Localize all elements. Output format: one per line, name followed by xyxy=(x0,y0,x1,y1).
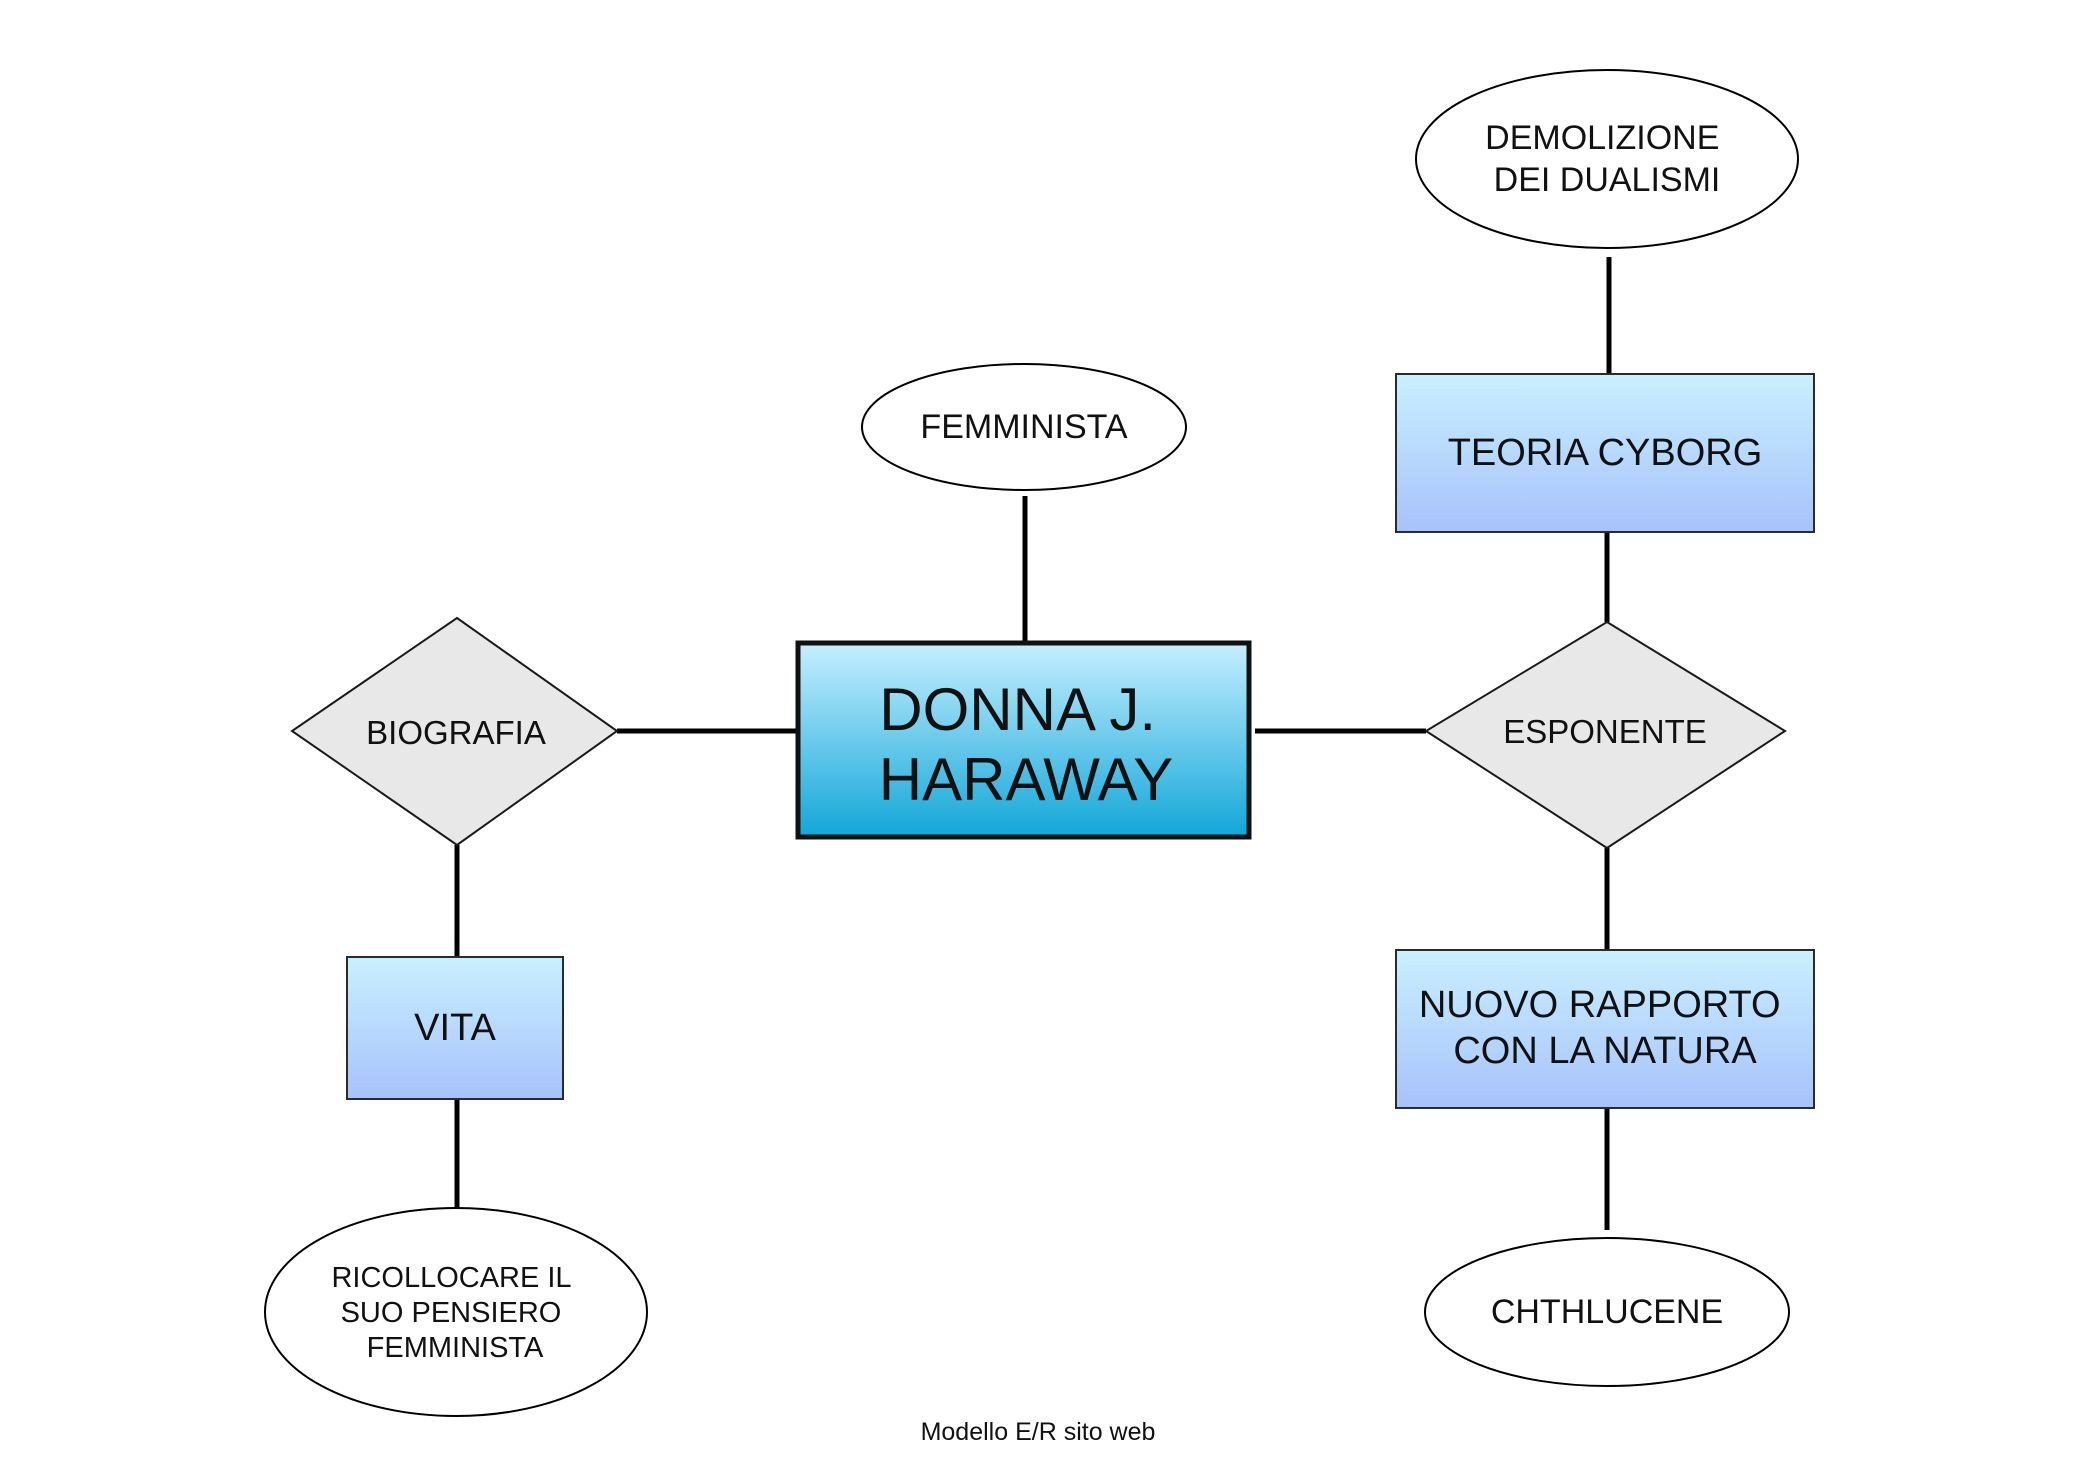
entity-nuovo-rapporto-con-la-natura: NUOVO RAPPORTO CON LA NATURA xyxy=(1395,949,1815,1109)
relationship-esponente: ESPONENTE xyxy=(1424,620,1787,850)
diagram-caption: Modello E/R sito web xyxy=(920,1418,1156,1446)
attribute-ricollocare-label: RICOLLOCARE IL SUO PENSIERO FEMMINISTA xyxy=(331,1262,578,1364)
attribute-chthlucene: CHTHLUCENE xyxy=(1424,1237,1790,1387)
entity-donna-haraway-label: DONNA J. HARAWAY xyxy=(879,676,1173,813)
attribute-ricollocare: RICOLLOCARE IL SUO PENSIERO FEMMINISTA xyxy=(264,1207,648,1417)
attribute-chthlucene-label: CHTHLUCENE xyxy=(1491,1293,1723,1331)
connectors xyxy=(454,257,1612,1230)
attribute-demolizione-label: DEMOLIZIONE DEI DUALISMI xyxy=(1485,119,1729,199)
entity-nuovo-rapporto-label: NUOVO RAPPORTO CON LA NATURA xyxy=(1419,984,1791,1072)
entity-donna-haraway: DONNA J. HARAWAY xyxy=(795,640,1252,840)
attribute-demolizione-dei-dualismi: DEMOLIZIONE DEI DUALISMI xyxy=(1415,69,1799,249)
attribute-femminista: FEMMINISTA xyxy=(861,363,1187,491)
entity-teoria-cyborg-label: TEORIA CYBORG xyxy=(1448,432,1763,474)
attribute-femminista-label: FEMMINISTA xyxy=(920,408,1127,446)
relationship-biografia: BIOGRAFIA xyxy=(290,616,619,847)
entity-vita: VITA xyxy=(346,956,564,1100)
entity-teoria-cyborg: TEORIA CYBORG xyxy=(1395,373,1815,533)
relationship-esponente-label: ESPONENTE xyxy=(1503,713,1707,750)
relationship-biografia-label: BIOGRAFIA xyxy=(366,714,546,751)
entity-vita-label: VITA xyxy=(414,1007,496,1049)
